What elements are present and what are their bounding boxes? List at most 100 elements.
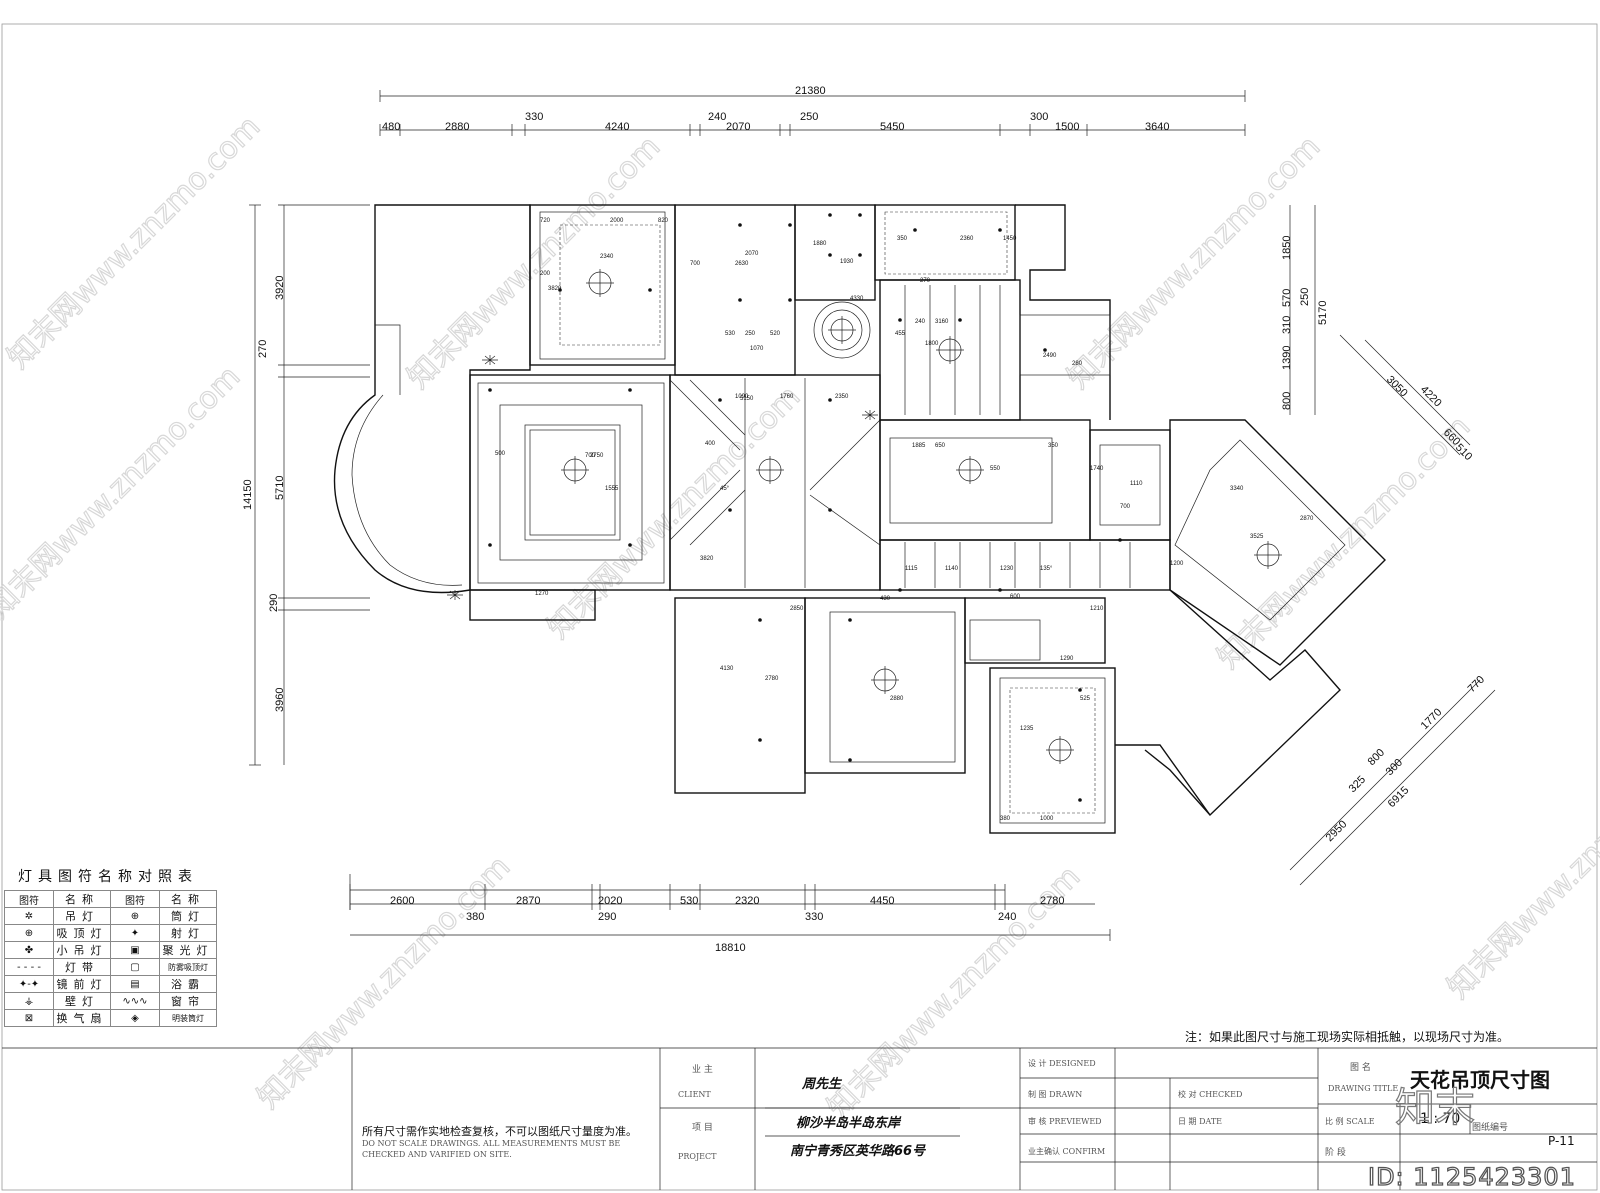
room-dimension-label: 1090 [735,394,749,400]
dimension-label: 325 [1347,774,1368,795]
watermark-layer: 知末网www.znzmo.com 知末网www.znzmo.com 知末网www… [0,109,1600,1126]
dimension-label: 530 [680,895,698,907]
legend-name: 小吊灯 [53,941,111,959]
legend-title: 灯具图符名称对照表 [18,869,198,885]
room-dimension-label: 380 [1000,816,1011,822]
dimension-label: 250 [800,111,818,123]
scale-value: 1 : 70 [1420,1111,1461,1127]
downlight-icon [728,508,732,512]
downlight-icon [718,398,722,402]
drawn-label: 制 图 DRAWN [1028,1090,1083,1099]
room-dimension-label: 3340 [1230,486,1244,492]
dimension-label: 2880 [445,121,469,133]
legend-row: ⊕ 吸顶灯 ✦ 射灯 [4,924,217,942]
dimension-label: 4240 [605,121,629,133]
room-dimension-label: 240 [915,319,926,325]
downlight-icon [898,588,902,592]
disclaimer-cn: 所有尺寸需作实地检查复核，不可以图纸尺寸量度为准。 [362,1125,637,1138]
downlight-icon [628,388,632,392]
room-dimension-label: 820 [658,218,669,224]
project-address: 南宁青秀区英华路66号 [790,1144,926,1159]
dimension-label: 800 [1281,392,1293,410]
dimension-label: 1500 [1055,121,1079,133]
room-dimension-label: 1110 [1130,481,1143,487]
dimension-label: 18810 [715,942,746,954]
dimension-label: 240 [708,111,726,123]
pendant-lamp-icon: ✲ [4,907,54,925]
spotlight-icon: ✦ [110,924,160,942]
room-dimension-label: 5150 [740,396,754,402]
dimension-label: 5710 [274,476,286,500]
room-dimension-label: 530 [725,331,736,337]
right-dimension-chain: 1850 570 250 310 1390 800 5170 [1281,205,1329,415]
room-dimension-label: 1235 [1020,726,1034,732]
legend-header-cell: 名称 [53,890,111,908]
sheet-frame [1,23,1598,1191]
diagonal-dimension-upper: 4220 3050 660 510 [1339,334,1474,463]
disclaimer-en-line1: DO NOT SCALE DRAWINGS. ALL MEASUREMENTS … [362,1139,621,1148]
room-dimension-label: 2350 [835,394,849,400]
dimension-label: 3640 [1145,121,1169,133]
room-dimension-label: 1880 [813,241,827,247]
legend-header-cell: 图符 [110,890,160,908]
watermark-text: 知末网www.znzmo.com [0,359,247,625]
date-label: 日 期 DATE [1178,1117,1223,1126]
room-dimension-label: 520 [770,331,781,337]
watermark-text: 知末网www.znzmo.com [1,109,267,375]
downlight-icon [1078,798,1082,802]
watermark-text: 知末网www.znzmo.com [1441,739,1600,1005]
downlight-icon [858,253,862,257]
dimension-label: 3050 [1384,374,1410,400]
dimension-label: 770 [1466,674,1487,695]
legend-name: 窗帘 [159,992,217,1010]
dimension-label: 240 [998,911,1016,923]
curtain-icon: ∿∿∿ [110,992,160,1010]
dimension-label: 1390 [1281,346,1293,370]
room-dimension-label: 1210 [1090,606,1104,612]
legend-name: 吊灯 [53,907,111,925]
exhaust-fan-icon: ⊠ [4,1009,54,1027]
room-dimension-label: 500 [495,451,506,457]
focus-light-icon: ▣ [110,941,160,959]
dimension-label: 2600 [390,895,414,907]
legend-name: 防雾吸顶灯 [159,958,217,976]
stage-label: 阶 段 [1325,1148,1346,1158]
room-dimension-label: 250 [745,331,756,337]
wall-lamp-icon [447,590,463,600]
dimension-label: 2950 [1324,818,1350,844]
dimension-label: 2020 [598,895,622,907]
downlight-icon [648,288,652,292]
dimension-label: 3920 [274,276,286,300]
downlight-icon [488,543,492,547]
room-dimension-label: 4330 [850,296,864,302]
room-dimension-label: 1270 [535,591,549,597]
downlight-icon [788,298,792,302]
room-dimension-label: 2340 [600,254,614,260]
room-dimension-label: 200 [540,271,551,277]
legend-name: 筒灯 [159,907,217,925]
downlight-icon [1043,348,1047,352]
legend-name: 射灯 [159,924,217,942]
light-fixtures [447,213,1282,802]
dimension-label: 3960 [274,688,286,712]
room-dimension-label: 2000 [610,218,624,224]
project-label-en: PROJECT [678,1152,717,1161]
small-pendant-icon: ✤ [4,941,54,959]
room-dimension-label: 720 [540,218,551,224]
downlight-icon: ⊕ [110,907,160,925]
title-block-grid [2,1047,1597,1190]
downlight-icon [913,228,917,232]
room-dimension-label: 1230 [1000,566,1014,572]
legend-header-row: 图符 名称 图符 名称 [4,890,217,908]
dimension-label: 300 [1384,757,1405,778]
surface-downlight-icon: ◈ [110,1009,160,1027]
dimension-label: 250 [1299,288,1311,306]
dimension-label: 5170 [1317,301,1329,325]
room-dimension-label: 3820 [700,556,714,562]
room-dimension-label: 1555 [605,486,619,492]
room-dimension-label: 1115 [905,566,918,572]
dimension-label: 330 [525,111,543,123]
legend-name: 镜前灯 [53,975,111,993]
client-label-en: CLIENT [678,1090,711,1099]
room-dimension-label: 1930 [840,259,854,265]
